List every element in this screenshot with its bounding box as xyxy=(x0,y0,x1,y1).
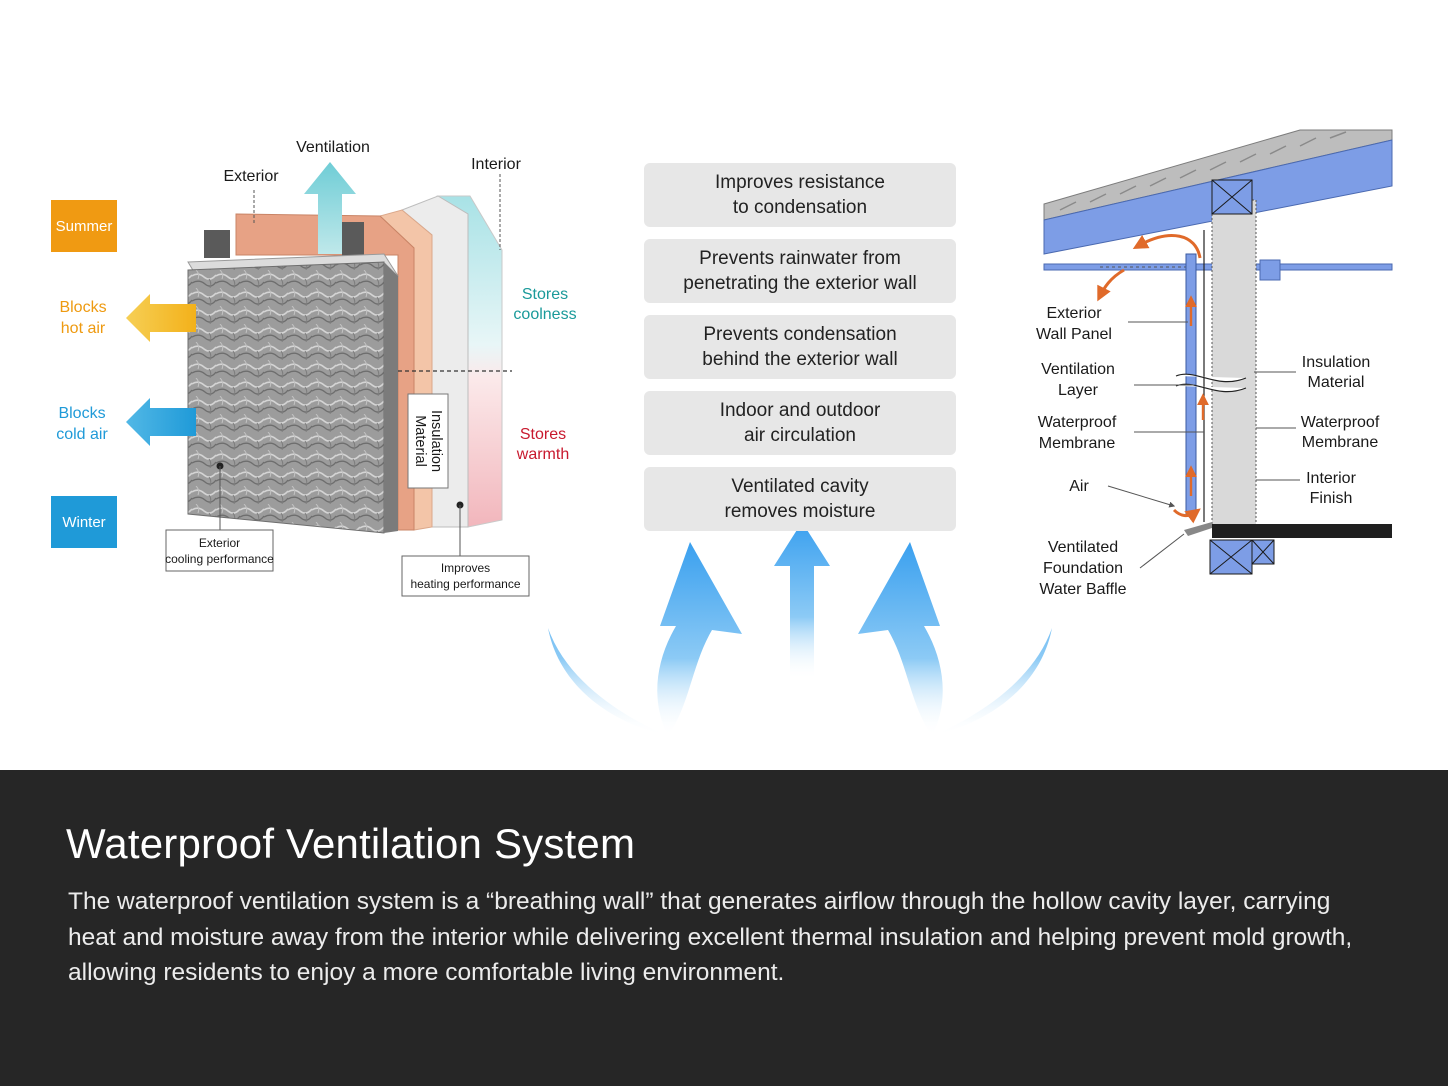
benefit-rainwater: Prevents rainwater from penetrating the … xyxy=(644,239,956,303)
airflow-curve-top xyxy=(1132,234,1202,259)
copper-layer xyxy=(235,213,415,531)
airflow-arrow-left xyxy=(548,542,742,736)
benefit-moisture-removal: Ventilated cavity removes moisture xyxy=(644,467,956,531)
ventilation-arrow xyxy=(304,162,356,254)
leader-baffle xyxy=(1139,533,1185,569)
water-baffle xyxy=(1184,522,1212,536)
blocks-cold-air-arrow xyxy=(126,398,196,446)
benefit-no-condensation: Prevents condensation behind the exterio… xyxy=(644,315,956,379)
summer-badge: Summer xyxy=(51,200,117,252)
roof-shingles xyxy=(1043,129,1393,221)
wall-stud xyxy=(1211,199,1257,527)
airflow-arrow-center xyxy=(774,522,830,680)
rail-cap-left xyxy=(204,230,230,258)
floor-slab xyxy=(1212,524,1392,538)
ceiling-block xyxy=(1259,259,1281,281)
exterior-cooling-box xyxy=(165,529,274,572)
airflow-out xyxy=(1097,268,1125,302)
exterior-label: Exterior xyxy=(223,168,279,185)
leader-air xyxy=(1107,485,1176,508)
benefit-condensation-resistance: Improves resistance to condensation xyxy=(644,163,956,227)
insulation-label-box xyxy=(407,393,449,489)
insulation-material-label: InsulationMaterial xyxy=(412,410,444,472)
blocks-hot-air-arrow xyxy=(126,294,196,342)
air-label: Air xyxy=(1069,478,1089,495)
airflow-arrows xyxy=(548,522,1052,736)
caption-panel: Waterproof Ventilation System The waterp… xyxy=(0,770,1448,1086)
ventilation-label: Ventilation xyxy=(296,139,370,156)
caption-body: The waterproof ventilation system is a “… xyxy=(68,888,1353,986)
improves-heating-box xyxy=(401,555,530,597)
section-break xyxy=(1175,373,1247,393)
stone-panel-edge xyxy=(384,262,398,533)
airflow-arrow-right xyxy=(858,542,1052,736)
interior-label: Interior xyxy=(471,156,521,173)
rail-cap-right xyxy=(342,222,364,256)
airflow-curve-bottom xyxy=(1172,508,1201,524)
caption-title: Waterproof Ventilation System xyxy=(66,820,636,867)
stone-panel xyxy=(187,261,385,534)
benefit-air-circulation: Indoor and outdoor air circulation xyxy=(644,391,956,455)
winter-badge: Winter xyxy=(51,496,117,548)
